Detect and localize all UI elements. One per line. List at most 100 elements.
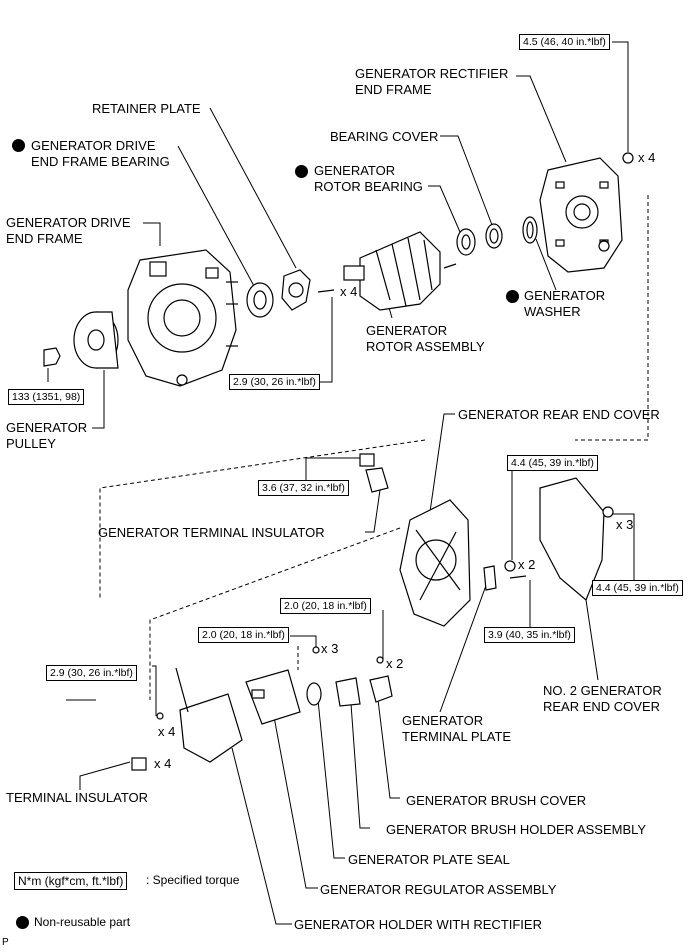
leader-holder-rectifier bbox=[231, 747, 292, 925]
qty-rear-nut: x 3 bbox=[616, 517, 634, 532]
label-washer-1: GENERATOR bbox=[524, 288, 606, 303]
torque-brush-cover: 2.0 (20, 18 in.*lbf) bbox=[280, 598, 371, 614]
leader-brush-holder bbox=[349, 689, 370, 829]
leader-brush-cover bbox=[377, 699, 400, 799]
gen-terminal-insulator-part bbox=[359, 453, 375, 467]
torque-insulator: 3.6 (37, 32 in.*lbf) bbox=[258, 480, 349, 496]
terminal-plate-part bbox=[483, 565, 497, 591]
holder-with-rectifier-part bbox=[179, 693, 243, 763]
plate-seal-part bbox=[306, 682, 322, 706]
torque-terminal-bolt: 3.9 (40, 35 in.*lbf) bbox=[484, 627, 575, 643]
nonreusable-dot bbox=[295, 165, 308, 178]
leader-rear-nut-b bbox=[612, 513, 635, 580]
terminal-insulator-part bbox=[131, 757, 147, 771]
leader-rotor-bearing bbox=[428, 185, 461, 233]
leader-washer bbox=[535, 238, 557, 291]
brush-holder-part bbox=[335, 677, 361, 707]
qty-regulator: x 3 bbox=[321, 641, 339, 656]
leader-holder-torque bbox=[152, 665, 157, 716]
label-rear-end-cover: GENERATOR REAR END COVER bbox=[458, 407, 660, 422]
dashed-assembly-axis bbox=[99, 439, 426, 600]
nonreusable-dot bbox=[506, 290, 519, 303]
label-pulley-1: GENERATOR bbox=[6, 420, 88, 435]
torque-pulley: 133 (1351, 98) bbox=[8, 389, 85, 405]
leader-regulator bbox=[271, 705, 318, 889]
legend-nonreusable-text: Non-reusable part bbox=[34, 915, 131, 929]
label-terminal-plate-1: GENERATOR bbox=[402, 713, 484, 728]
label-rectifier-end-frame-1: GENERATOR RECTIFIER bbox=[355, 66, 509, 81]
label-brush-holder: GENERATOR BRUSH HOLDER ASSEMBLY bbox=[386, 822, 647, 837]
label-terminal-insulator: TERMINAL INSULATOR bbox=[6, 790, 149, 805]
label-drive-end-frame-1: GENERATOR DRIVE bbox=[6, 215, 131, 230]
label-brush-cover: GENERATOR BRUSH COVER bbox=[406, 793, 587, 808]
leader-drive-bearing bbox=[177, 145, 255, 287]
leader-plate-seal bbox=[317, 699, 345, 859]
leader-rectifier-end-frame bbox=[516, 75, 567, 163]
leader-rect-nut bbox=[612, 41, 629, 152]
label-terminal-plate-2: TERMINAL PLATE bbox=[402, 729, 512, 744]
leader-retainer-plate bbox=[209, 107, 297, 269]
rectifier-end-frame-part bbox=[539, 157, 623, 273]
label-drive-bearing-2: END FRAME BEARING bbox=[31, 154, 170, 169]
rear-nut-a-part bbox=[504, 560, 516, 572]
label-rotor-bearing-1: GENERATOR bbox=[314, 163, 396, 178]
terminal-bolt-part bbox=[509, 575, 527, 579]
label-rotor-assembly-2: ROTOR ASSEMBLY bbox=[366, 339, 485, 354]
qty-brush: x 2 bbox=[386, 656, 404, 671]
pulley-part bbox=[73, 311, 119, 369]
torque-holder: 2.9 (30, 26 in.*lbf) bbox=[46, 665, 137, 681]
corner-mark: P bbox=[2, 937, 9, 948]
label-gen-terminal-insulator: GENERATOR TERMINAL INSULATOR bbox=[98, 525, 325, 540]
rotor-assembly-part bbox=[343, 231, 457, 311]
label-rotor-bearing-2: ROTOR BEARING bbox=[314, 179, 423, 194]
label-plate-seal: GENERATOR PLATE SEAL bbox=[348, 852, 510, 867]
leader-terminal-insulator bbox=[365, 489, 381, 533]
regulator-part bbox=[245, 669, 301, 725]
nonreusable-dot bbox=[12, 139, 25, 152]
legend-torque-box: N*m (kgf*cm, ft.*lbf) bbox=[14, 872, 128, 890]
holder-screw-part bbox=[156, 712, 164, 720]
legend-nonreusable-dot bbox=[16, 916, 29, 929]
dashed-rect-axis bbox=[575, 195, 649, 441]
label-rectifier-end-frame-2: END FRAME bbox=[355, 82, 432, 97]
leader-retainer-torque bbox=[320, 297, 333, 383]
torque-rear-nut-a: 4.4 (45, 39 in.*lbf) bbox=[507, 455, 598, 471]
label-bearing-cover: BEARING COVER bbox=[330, 129, 439, 144]
leader-terminal-insulator-label bbox=[79, 761, 131, 790]
label-retainer-plate: RETAINER PLATE bbox=[92, 101, 201, 116]
leader-pulley bbox=[92, 370, 105, 429]
pulley-nut-part bbox=[43, 347, 61, 367]
label-holder-rectifier: GENERATOR HOLDER WITH RECTIFIER bbox=[294, 917, 542, 932]
qty-holder: x 4 bbox=[158, 724, 176, 739]
label-regulator: GENERATOR REGULATOR ASSEMBLY bbox=[320, 882, 557, 897]
qty-terminal-plate: x 2 bbox=[518, 557, 536, 572]
leader-regulator-torque bbox=[290, 635, 317, 650]
legend-torque-text: : Specified torque bbox=[146, 873, 240, 887]
label-rotor-assembly-1: GENERATOR bbox=[366, 323, 448, 338]
leader-bearing-cover bbox=[440, 135, 493, 226]
torque-regulator: 2.0 (20, 18 in.*lbf) bbox=[198, 627, 289, 643]
drive-end-frame-part bbox=[127, 249, 238, 387]
rect-nut-part bbox=[622, 152, 634, 164]
brush-screw-part bbox=[376, 656, 384, 664]
leader-no2-cover bbox=[585, 599, 599, 681]
brush-cover-part bbox=[369, 675, 393, 703]
label-no2-cover-1: NO. 2 GENERATOR bbox=[543, 683, 662, 698]
regulator-screw-part bbox=[312, 646, 320, 654]
leader-rear-end-cover bbox=[429, 413, 455, 513]
leader-terminal-plate bbox=[439, 579, 489, 713]
rear-end-cover-part bbox=[399, 499, 471, 627]
label-no2-cover-2: REAR END COVER bbox=[543, 699, 661, 714]
torque-rear-nut-b: 4.4 (45, 39 in.*lbf) bbox=[592, 580, 683, 596]
rear-nut-b-part bbox=[602, 506, 614, 518]
qty-rect: x 4 bbox=[638, 150, 656, 165]
qty-insulator: x 4 bbox=[154, 756, 172, 771]
dashed-holder-axis bbox=[149, 527, 401, 700]
label-drive-bearing-1: GENERATOR DRIVE bbox=[31, 138, 156, 153]
torque-retainer: 2.9 (30, 26 in.*lbf) bbox=[229, 374, 320, 390]
torque-rect-nut: 4.5 (46, 40 in.*lbf) bbox=[519, 34, 610, 50]
label-washer-2: WASHER bbox=[524, 304, 581, 319]
label-drive-end-frame-2: END FRAME bbox=[6, 231, 83, 246]
leader-drive-end-frame bbox=[143, 222, 161, 246]
